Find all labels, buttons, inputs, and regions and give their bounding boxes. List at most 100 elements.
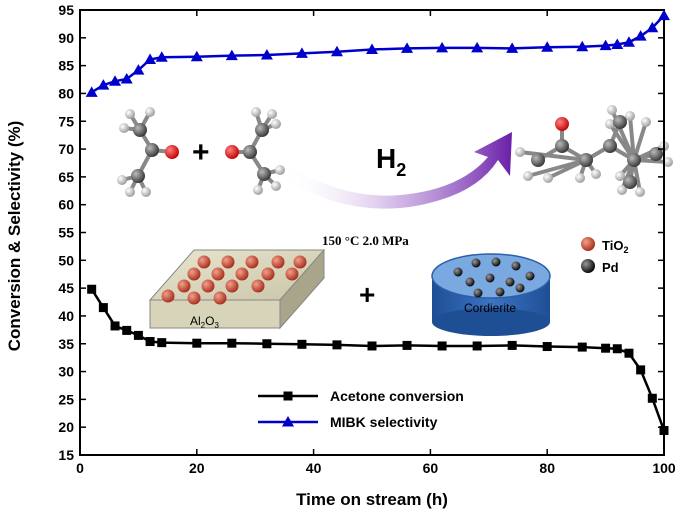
tio2-particle	[235, 267, 249, 281]
y-tick-label: 45	[58, 280, 74, 296]
hydrogen-atom	[641, 117, 651, 127]
data-point-triangle	[634, 30, 647, 41]
y-axis-title: Conversion & Selectivity (%)	[5, 121, 24, 352]
x-tick-label: 80	[539, 460, 555, 476]
reaction-arrow	[282, 132, 512, 209]
data-point-triangle	[97, 79, 110, 90]
data-point-square	[636, 365, 646, 375]
y-tick-label: 25	[58, 391, 74, 407]
al2o3-slab-side	[279, 248, 325, 330]
data-point-square	[624, 348, 634, 358]
data-point-square	[542, 342, 552, 352]
bond	[608, 122, 636, 162]
tio2-legend-sphere	[581, 237, 595, 251]
carbon-atom	[627, 153, 641, 167]
data-point-square	[133, 330, 143, 340]
data-point-triangle	[401, 42, 414, 53]
y-tick-label: 65	[58, 169, 74, 185]
h2-label: H2	[376, 143, 406, 180]
data-point-triangle	[155, 51, 168, 62]
tio2-particle	[213, 291, 227, 305]
tio2-particle	[187, 267, 201, 281]
series-mibk-selectivity	[85, 9, 670, 97]
hydrogen-atom	[515, 147, 525, 157]
hydrogen-atom	[635, 187, 645, 197]
hydrogen-atom	[253, 185, 263, 195]
data-point-square	[262, 339, 272, 349]
carbon-atom	[131, 169, 145, 183]
data-point-triangle	[330, 45, 343, 57]
y-tick-label: 35	[58, 336, 74, 352]
data-point-square	[192, 338, 202, 348]
data-point-triangle	[120, 72, 133, 84]
carbon-atom	[133, 123, 147, 137]
x-tick-label: 0	[76, 460, 84, 476]
data-point-triangle	[576, 40, 589, 52]
data-point-square	[145, 337, 155, 347]
data-point-triangle	[506, 42, 519, 53]
tio2-particle	[285, 267, 299, 281]
pd-particle	[505, 277, 515, 287]
data-point-triangle	[85, 86, 98, 97]
hydrogen-atom	[251, 107, 261, 117]
tio2-particle	[221, 255, 235, 269]
data-point-triangle	[646, 21, 659, 33]
y-tick-label: 50	[58, 252, 74, 268]
carbon-atom	[579, 153, 593, 167]
tio2-particle	[211, 267, 225, 281]
tio2-particle	[197, 255, 211, 269]
tio2-particle	[293, 255, 307, 269]
data-point-square	[157, 338, 167, 348]
hydrogen-atom	[275, 165, 285, 175]
pd-particle	[485, 273, 495, 283]
hydrogen-atom	[125, 109, 135, 119]
tio2-particle	[261, 267, 275, 281]
tio2-particle	[187, 291, 201, 305]
data-point-square	[612, 344, 622, 354]
carbon-atom	[255, 123, 269, 137]
data-point-square	[122, 325, 132, 335]
data-point-square	[110, 321, 120, 331]
carbon-atom	[243, 145, 257, 159]
y-tick-label: 30	[58, 364, 74, 380]
data-point-triangle	[658, 9, 670, 21]
pd-particle	[465, 277, 475, 287]
y-tick-label: 15	[58, 447, 74, 463]
tio2-particle	[161, 289, 175, 303]
data-point-triangle	[295, 47, 308, 58]
tio2-particle	[271, 255, 285, 269]
pd-particle	[471, 258, 481, 268]
tio2-particle	[245, 255, 259, 269]
cordierite-bottom	[432, 308, 550, 336]
hydrogen-atom	[663, 157, 673, 167]
series-acetone-conversion	[87, 284, 669, 436]
pd-particle	[453, 267, 463, 277]
reaction-scheme	[117, 105, 673, 336]
hydrogen-atom	[543, 173, 553, 183]
x-tick-label: 100	[652, 460, 676, 476]
pd-legend-sphere	[581, 259, 595, 273]
hydrogen-atom	[615, 171, 625, 181]
carbon-atom	[531, 153, 545, 167]
data-point-square	[472, 341, 482, 351]
carbon-atom	[623, 175, 637, 189]
tio2-label: TiO2	[602, 238, 628, 255]
data-point-triangle	[599, 39, 612, 51]
hydrogen-atom	[119, 123, 129, 133]
data-point-triangle	[541, 41, 554, 52]
data-point-square	[87, 284, 97, 294]
data-point-square	[332, 340, 342, 350]
y-tick-label: 80	[58, 85, 74, 101]
x-tick-label: 60	[423, 460, 439, 476]
x-axis-title: Time on stream (h)	[296, 490, 448, 509]
data-point-square	[283, 391, 293, 401]
tio2-particle	[225, 279, 239, 293]
data-point-square	[507, 340, 517, 350]
pd-particle	[525, 271, 535, 281]
conditions-label: 150 °C 2.0 MPa	[322, 233, 409, 248]
data-point-triangle	[471, 41, 484, 53]
y-tick-label: 75	[58, 113, 74, 129]
data-point-triangle	[611, 38, 624, 49]
plus-sign-catalyst: +	[359, 279, 375, 310]
